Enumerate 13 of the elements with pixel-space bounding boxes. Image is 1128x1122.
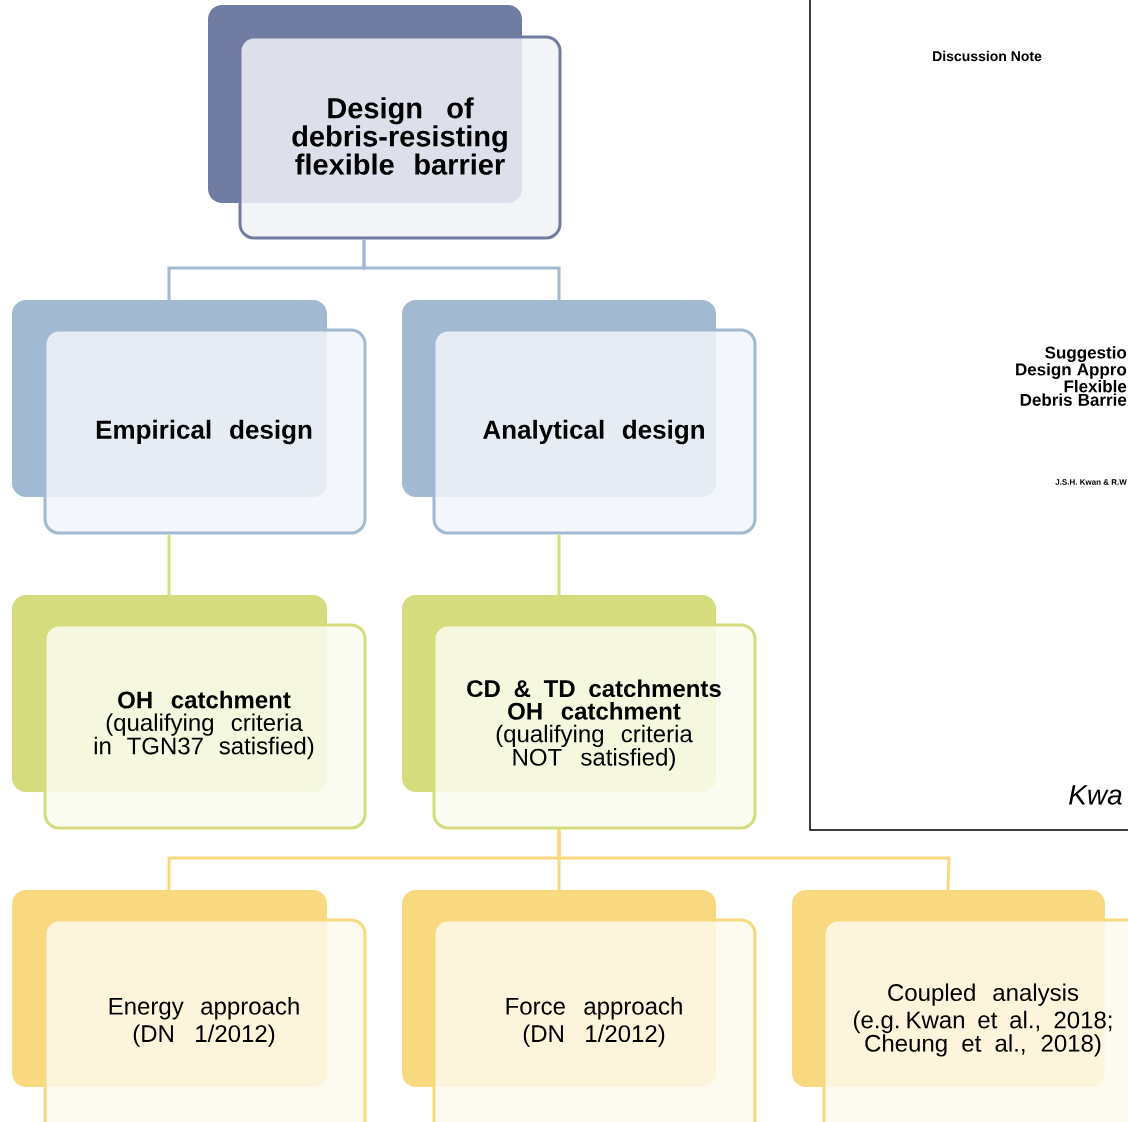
process-box: CD & TD catchments OH catchment (qualifying criteria NOT satisfied)	[402, 595, 757, 830]
connector-line	[167, 534, 171, 595]
process-box: OH catchment (qualifying criteria in TGN37 satisfied)	[12, 595, 367, 830]
process-box: Energy approach (DN 1/2012)	[12, 890, 367, 1122]
document-cover: Discussion Note Suggestio Design Appro Flexible Debris Barrie J.S.H. Kwan & R.W Kwa	[809, 0, 1128, 831]
process-box: Empirical design	[12, 300, 367, 535]
connector-line	[557, 829, 951, 891]
connector-line	[557, 534, 561, 595]
process-box: Analytical design	[402, 300, 757, 535]
connector-line	[362, 239, 561, 300]
process-box: Force approach (DN 1/2012)	[402, 890, 757, 1122]
process-box: Coupled analysis (e.g. Kwan et al., 2018; Cheung et al., 2018)	[792, 890, 1128, 1122]
process-box: Design of debris-resisting flexible barrier	[208, 5, 562, 240]
